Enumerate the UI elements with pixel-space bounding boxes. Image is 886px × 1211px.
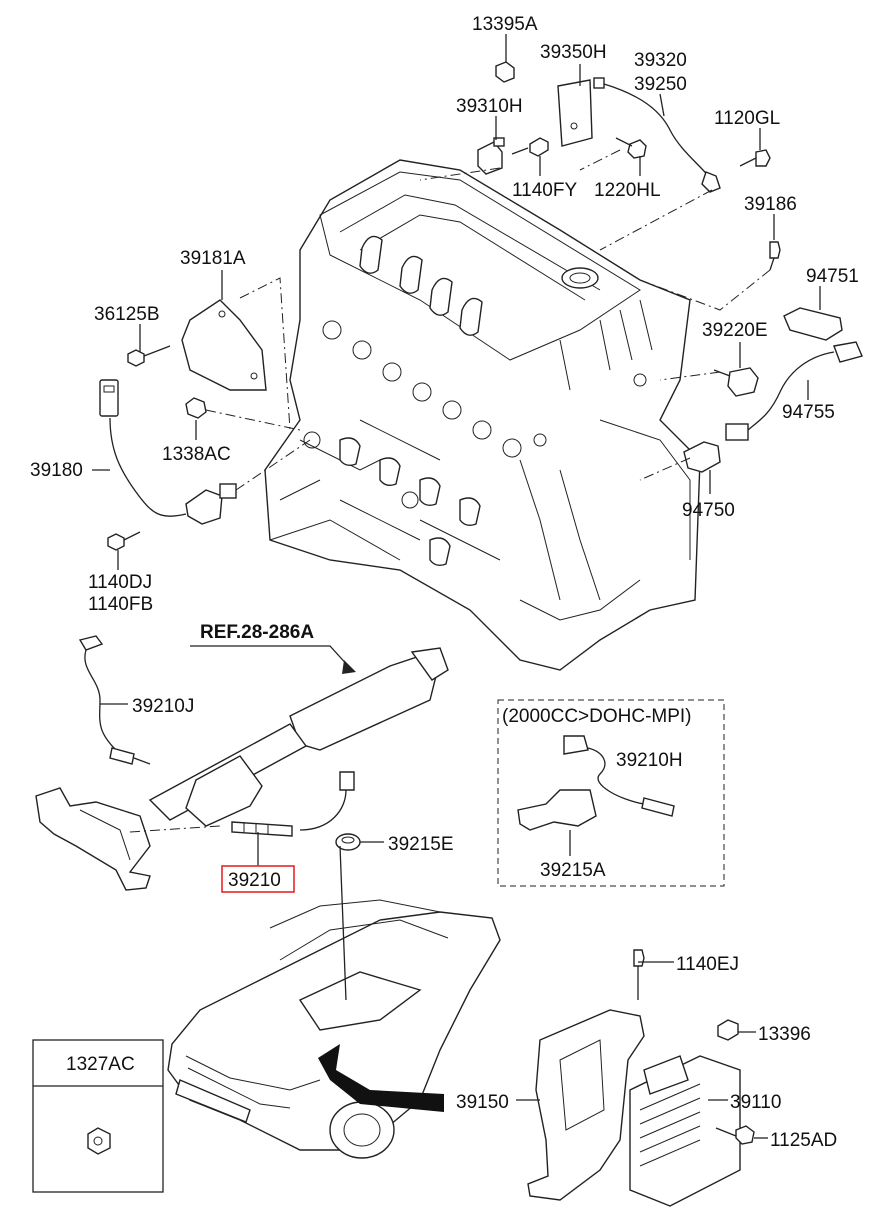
label-13396: 13396 (758, 1024, 811, 1045)
label-39180: 39180 (30, 460, 83, 481)
cam-sensor-cluster (477, 61, 781, 271)
leader-lines (92, 34, 821, 1139)
variant-box (497, 699, 725, 887)
label-39110: 39110 (730, 1092, 781, 1113)
label-39215A: 39215A (540, 860, 606, 881)
label-39150: 39150 (456, 1092, 509, 1113)
label-36125B: 36125B (94, 304, 160, 325)
ecu-assembly (527, 949, 755, 1207)
label-94751: 94751 (806, 266, 859, 287)
label-39181A: 39181A (180, 248, 246, 269)
label-1140FY: 1140FY (512, 180, 577, 201)
label-39250: 39250 (634, 74, 687, 95)
label-1140FB: 1140FB (88, 594, 153, 615)
label-94750: 94750 (682, 500, 735, 521)
label-39220E: 39220E (702, 320, 768, 341)
label-variant: (2000CC>DOHC-MPI) (502, 706, 692, 727)
label-1120GL: 1120GL (714, 108, 780, 129)
label-13395A: 13395A (472, 14, 538, 35)
label-39186: 39186 (744, 194, 797, 215)
label-39310H: 39310H (456, 96, 523, 117)
label-1140DJ: 1140DJ (88, 572, 152, 593)
label-1327AC: 1327AC (66, 1054, 135, 1075)
label-39210J: 39210J (132, 696, 194, 717)
label-1125AD: 1125AD (770, 1130, 837, 1151)
label-39210H: 39210H (616, 750, 683, 771)
label-1338AC: 1338AC (162, 444, 231, 465)
label-39320: 39320 (634, 50, 687, 71)
nut-box (32, 1039, 164, 1193)
knock-sensor-cluster (99, 299, 267, 551)
car-illustration (167, 845, 501, 1159)
label-ref: REF.28-286A (200, 622, 314, 643)
label-1220HL: 1220HL (594, 180, 661, 201)
exhaust-assembly (35, 635, 449, 891)
label-94755: 94755 (782, 402, 835, 423)
label-39350H: 39350H (540, 42, 607, 63)
highlight-box-39210 (221, 865, 295, 893)
temp-sensor-cluster (683, 307, 863, 473)
label-1140EJ: 1140EJ (676, 954, 739, 975)
label-39210: 39210 (228, 870, 281, 891)
label-39215E: 39215E (388, 834, 454, 855)
engine-block (264, 159, 701, 671)
